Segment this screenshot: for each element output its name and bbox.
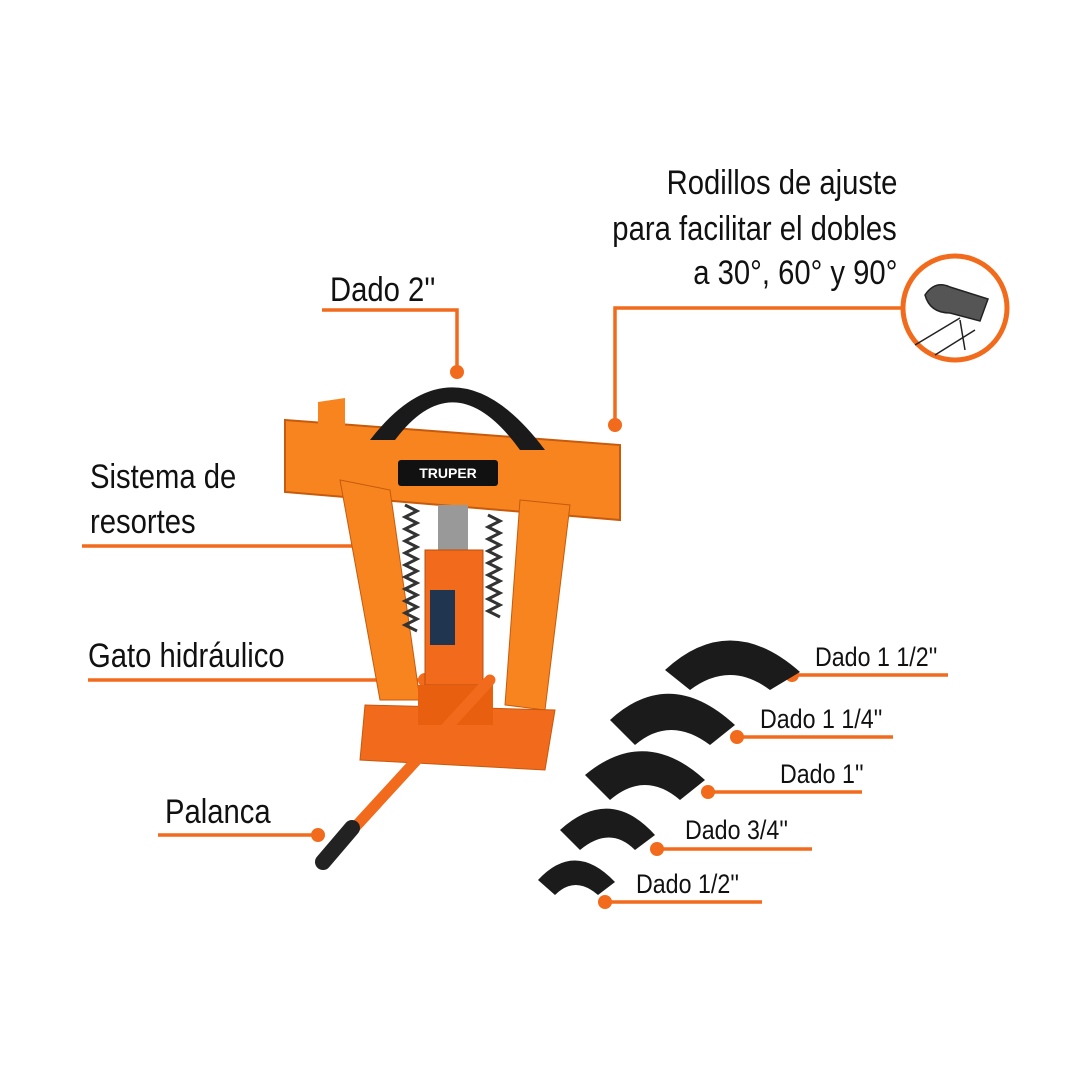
svg-text:TRUPER: TRUPER xyxy=(419,465,477,481)
die-2-inch xyxy=(370,387,545,450)
springs-label-line2: resortes xyxy=(90,503,196,541)
truper-logo: TRUPER xyxy=(398,460,498,486)
die-label: Dado 1 1/4'' xyxy=(760,704,883,734)
rollers-label-line2: para facilitar el dobles xyxy=(612,210,897,248)
die-2-label: Dado 2'' xyxy=(330,271,436,309)
jack-label: Gato hidráulico xyxy=(88,637,285,675)
callout-lines xyxy=(82,306,948,904)
die-set xyxy=(538,640,800,895)
die-label: Dado 3/4'' xyxy=(685,815,789,845)
springs xyxy=(401,503,504,633)
springs-label-line1: Sistema de xyxy=(90,458,237,496)
die-label: Dado 1 1/2'' xyxy=(815,642,938,672)
die-label: Dado 1/2'' xyxy=(636,869,740,899)
rollers-label-line1: Rodillos de ajuste xyxy=(666,164,897,202)
die-label: Dado 1'' xyxy=(780,759,864,789)
rollers-label-line3: a 30°, 60° y 90° xyxy=(692,254,897,292)
lever-label: Palanca xyxy=(165,793,271,831)
roller-detail-icon xyxy=(900,253,1010,363)
lever-handle xyxy=(315,674,496,870)
